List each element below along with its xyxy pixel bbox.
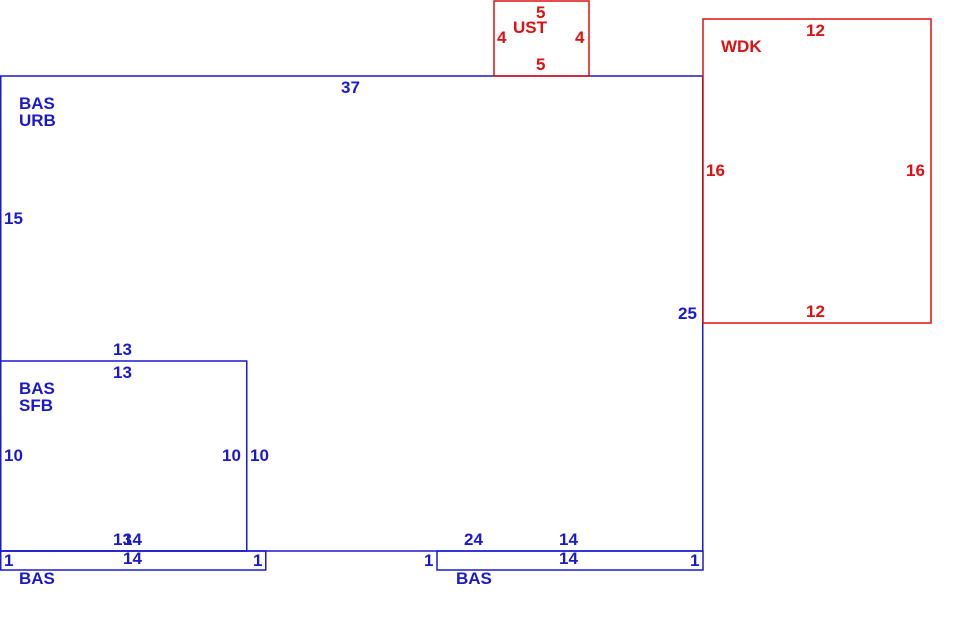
area-bas-sfb-label2: SFB (19, 396, 53, 415)
dim-wdk-left: 16 (706, 161, 725, 180)
dim-wdk-top: 12 (806, 21, 825, 40)
area-bas-urb-label2: URB (19, 111, 56, 130)
area-bas-left-outline (0, 550, 267, 571)
area-bas-right-outline (436, 550, 704, 571)
area-bas-sfb-label1: BAS (19, 379, 55, 398)
dim-wdk-right: 16 (906, 161, 925, 180)
dim-sfb-bottom-b: 14 (123, 530, 142, 549)
area-ust-label: UST (513, 18, 548, 37)
dim-urb-bottom-right: 14 (559, 530, 578, 549)
area-wdk-outline (702, 18, 932, 324)
dim-sfb-left: 10 (4, 446, 23, 465)
dim-ust-bottom: 5 (536, 55, 545, 74)
dim-ust-left: 4 (497, 28, 507, 47)
area-wdk-label: WDK (721, 37, 762, 56)
dim-strip-left-l: 1 (4, 551, 13, 570)
area-bas-left-label: BAS (19, 569, 55, 588)
area-bas-right-label: BAS (456, 569, 492, 588)
dim-urb-bottom-mid: 24 (464, 530, 483, 549)
dim-urb-left: 15 (4, 209, 23, 228)
dim-urb-inner: 13 (113, 340, 132, 359)
dim-urb-right: 25 (678, 304, 697, 323)
dim-ust-right: 4 (575, 28, 585, 47)
dim-ust-top: 5 (536, 3, 545, 22)
dim-sfb-bottom-a: 13 (113, 530, 132, 549)
dim-sfb-top: 13 (113, 363, 132, 382)
dim-sfb-right-in: 10 (222, 446, 241, 465)
dim-strip-right-r: 1 (690, 551, 699, 570)
dim-strip-left-r: 1 (253, 551, 262, 570)
area-ust-outline (493, 0, 590, 77)
dim-sfb-right-out: 10 (250, 446, 269, 465)
dim-strip-right-l: 1 (424, 551, 433, 570)
dim-wdk-bottom: 12 (806, 302, 825, 321)
dim-strip-left-bottom: 14 (123, 549, 142, 568)
dim-strip-right-bottom: 14 (559, 549, 578, 568)
dim-urb-top: 37 (341, 78, 360, 97)
area-bas-urb-label1: BAS (19, 94, 55, 113)
area-bas-urb-outline (0, 75, 704, 552)
